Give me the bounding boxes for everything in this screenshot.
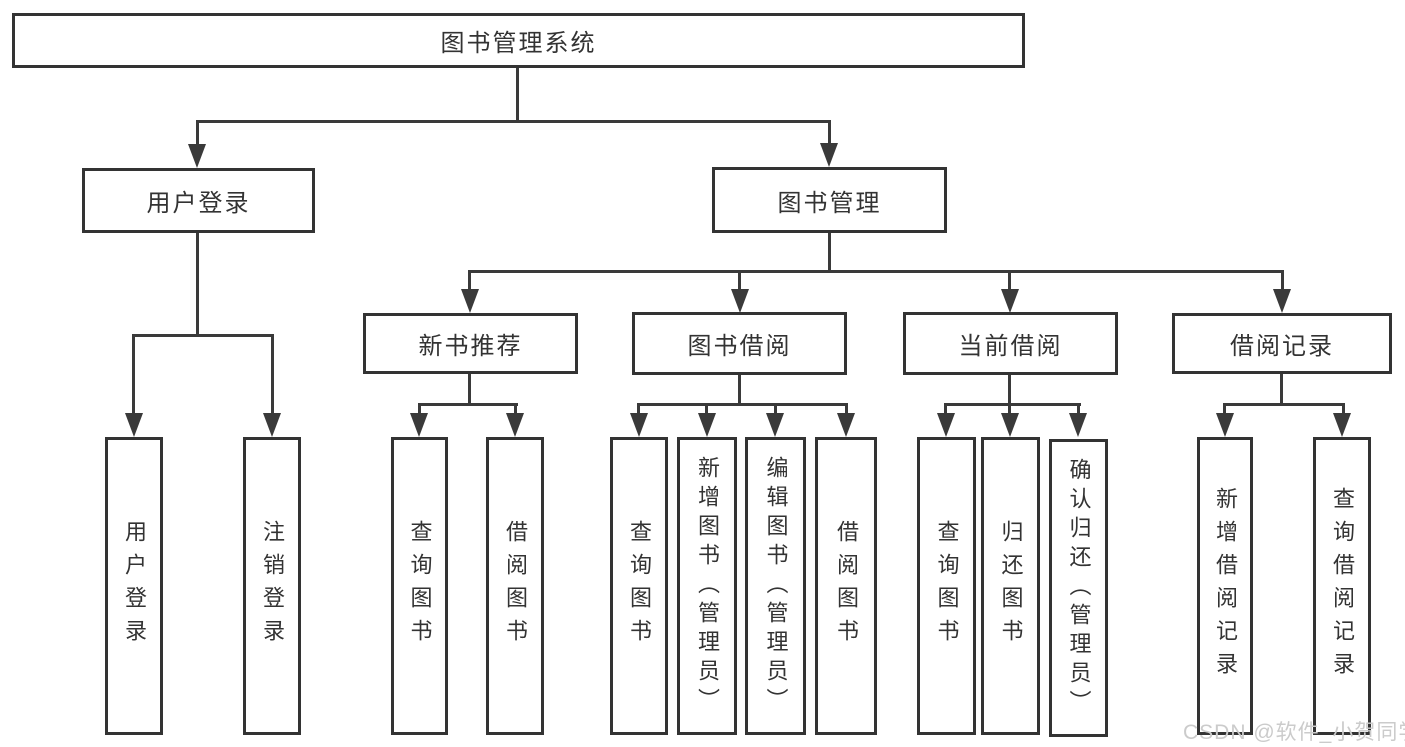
connector-arrowhead — [125, 413, 143, 437]
node-borrowing-records: 借阅记录 — [1172, 313, 1392, 374]
node-leaf-query-books-borrowing-label: 查询图书 — [627, 520, 652, 652]
connector-arrowhead — [837, 413, 855, 437]
connector-line — [418, 403, 421, 416]
connector-line — [738, 270, 741, 292]
node-leaf-add-books-admin: 新增图书（管理员） — [677, 437, 737, 735]
connector-line — [1008, 270, 1011, 292]
connector-arrowhead — [1069, 413, 1087, 437]
connector-line — [1008, 403, 1011, 416]
connector-line — [944, 403, 1081, 406]
node-leaf-confirm-return-admin-label: 确认归还（管理员） — [1066, 457, 1092, 719]
connector-line — [1077, 403, 1080, 416]
node-current-borrowing-label: 当前借阅 — [958, 333, 1063, 360]
connector-arrowhead — [698, 413, 716, 437]
connector-line — [196, 120, 199, 148]
connector-arrowhead — [731, 289, 749, 313]
node-leaf-query-borrow-record-label: 查询借阅记录 — [1330, 487, 1355, 685]
node-leaf-user-login: 用户登录 — [105, 437, 163, 735]
node-leaf-add-books-admin-label: 新增图书（管理员） — [695, 455, 720, 717]
node-leaf-edit-books-admin-label: 编辑图书（管理员） — [763, 455, 789, 717]
node-leaf-query-books-recommend-label: 查询图书 — [407, 520, 433, 652]
connector-line — [705, 403, 708, 416]
connector-line — [738, 375, 741, 406]
connector-line — [468, 270, 471, 292]
connector-arrowhead — [630, 413, 648, 437]
node-leaf-borrow-books-recommend: 借阅图书 — [486, 437, 544, 735]
node-leaf-borrow-books-recommend-label: 借阅图书 — [503, 520, 528, 652]
node-leaf-return-books-label: 归还图书 — [998, 520, 1024, 652]
node-leaf-user-login-label: 用户登录 — [122, 520, 147, 652]
node-leaf-borrow-books-borrowing: 借阅图书 — [815, 437, 877, 735]
connector-line — [1223, 403, 1226, 416]
node-leaf-confirm-return-admin: 确认归还（管理员） — [1049, 439, 1108, 737]
node-root: 图书管理系统 — [12, 13, 1025, 68]
connector-line — [132, 334, 274, 337]
node-leaf-edit-books-admin: 编辑图书（管理员） — [745, 437, 806, 735]
connector-arrowhead — [766, 413, 784, 437]
connector-arrowhead — [937, 413, 955, 437]
node-leaf-return-books: 归还图书 — [981, 437, 1040, 735]
node-leaf-query-borrow-record: 查询借阅记录 — [1313, 437, 1371, 735]
connector-line — [1008, 375, 1011, 406]
connector-line — [514, 403, 517, 416]
connector-arrowhead — [1333, 413, 1351, 437]
connector-arrowhead — [820, 143, 838, 167]
node-leaf-logout-label: 注销登录 — [260, 520, 285, 652]
node-leaf-logout: 注销登录 — [243, 437, 301, 735]
node-user-login: 用户登录 — [82, 168, 315, 233]
node-user-login-label: 用户登录 — [146, 190, 251, 217]
connector-line — [196, 233, 199, 337]
node-book-borrowing-label: 图书借阅 — [687, 333, 792, 360]
connector-line — [516, 68, 519, 122]
connector-arrowhead — [1273, 289, 1291, 313]
node-leaf-query-books-current: 查询图书 — [917, 437, 976, 735]
connector-line — [828, 120, 831, 147]
node-leaf-borrow-books-borrowing-label: 借阅图书 — [834, 520, 859, 652]
connector-arrowhead — [263, 413, 281, 437]
connector-arrowhead — [188, 144, 206, 168]
connector-line — [196, 120, 831, 123]
connector-line — [1280, 374, 1283, 406]
node-book-management: 图书管理 — [712, 167, 947, 233]
connector-line — [468, 374, 471, 406]
connector-arrowhead — [506, 413, 524, 437]
connector-line — [468, 270, 1284, 273]
connector-line — [1223, 403, 1345, 406]
connector-line — [637, 403, 848, 406]
node-root-label: 图书管理系统 — [440, 30, 597, 57]
connector-line — [944, 403, 947, 416]
connector-arrowhead — [461, 289, 479, 313]
connector-arrowhead — [1216, 413, 1234, 437]
node-leaf-query-books-recommend: 查询图书 — [391, 437, 448, 735]
node-leaf-query-books-current-label: 查询图书 — [934, 520, 960, 652]
connector-line — [271, 334, 274, 416]
connector-arrowhead — [410, 413, 428, 437]
node-book-borrowing: 图书借阅 — [632, 312, 847, 375]
connector-line — [1342, 403, 1345, 416]
connector-line — [845, 403, 848, 416]
node-leaf-query-books-borrowing: 查询图书 — [610, 437, 668, 735]
connector-line — [1281, 270, 1284, 292]
node-leaf-add-borrow-record: 新增借阅记录 — [1197, 437, 1253, 735]
node-borrowing-records-label: 借阅记录 — [1230, 333, 1334, 360]
connector-line — [774, 403, 777, 416]
connector-line — [418, 403, 518, 406]
connector-arrowhead — [1001, 289, 1019, 313]
connector-line — [132, 334, 135, 416]
connector-line — [637, 403, 640, 416]
node-new-book-recommend-label: 新书推荐 — [418, 333, 523, 360]
node-book-management-label: 图书管理 — [777, 189, 882, 217]
node-new-book-recommend: 新书推荐 — [363, 313, 578, 374]
connector-line — [828, 233, 831, 273]
connector-arrowhead — [1001, 413, 1019, 437]
node-current-borrowing: 当前借阅 — [903, 312, 1118, 375]
csdn-watermark: CSDN @软件_小贺同学 — [1183, 721, 1405, 744]
node-leaf-add-borrow-record-label: 新增借阅记录 — [1213, 487, 1238, 685]
